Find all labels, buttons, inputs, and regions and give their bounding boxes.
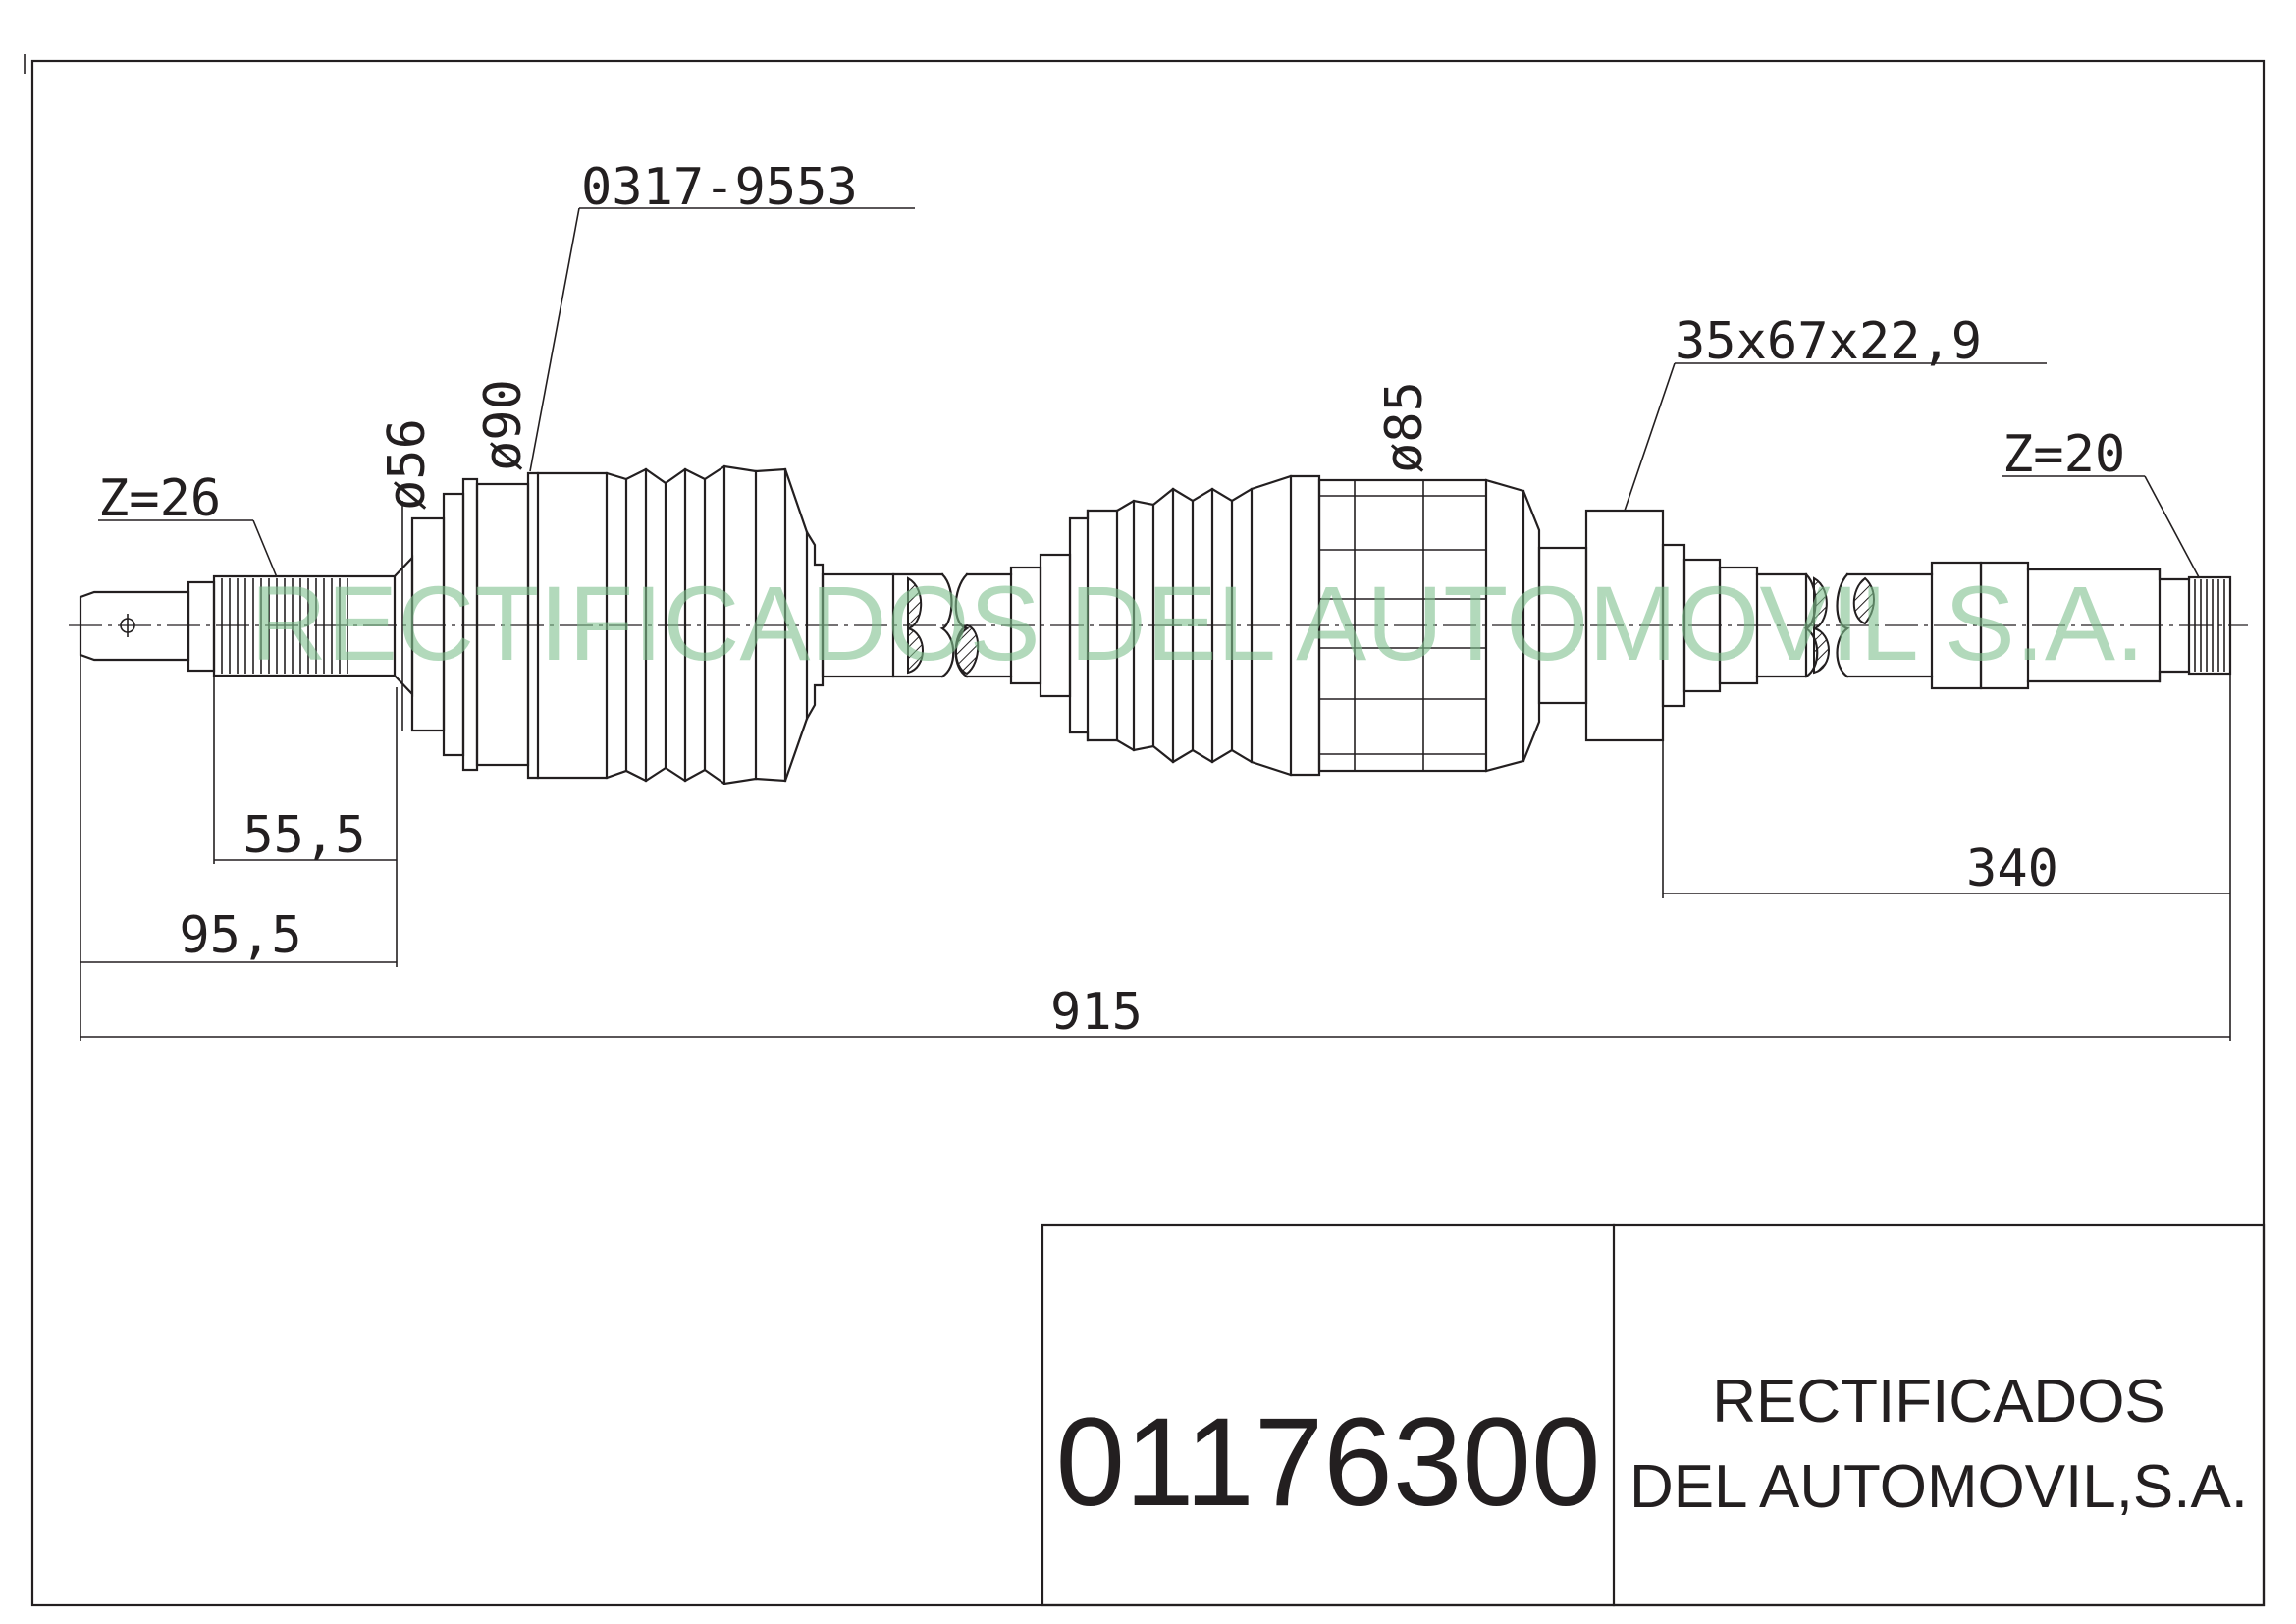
annotations: 0317-9553 Z=26 ø56 ø90 ø85 35x67x22,9 Z=… xyxy=(98,158,2200,578)
shaft-break xyxy=(1803,572,1934,678)
outer-spline xyxy=(212,555,414,697)
dim-95-5: 95,5 xyxy=(179,906,301,965)
inner-spline xyxy=(2158,568,2232,683)
outer-cv-joint xyxy=(401,477,530,772)
label-diameter-56: ø56 xyxy=(378,418,437,511)
outer-stub xyxy=(79,580,216,673)
title-part-number: 01176300 xyxy=(1056,1392,1601,1533)
inner-boot xyxy=(1068,474,1321,777)
outer-boot xyxy=(526,464,825,785)
label-outer-spline-teeth: Z=26 xyxy=(98,469,221,528)
dim-340: 340 xyxy=(1966,839,2058,898)
title-block: 01176300 RECTIFICADOS DEL AUTOMOVIL,S.A. xyxy=(1041,1223,2266,1607)
label-inner-spline-teeth: Z=20 xyxy=(2002,425,2125,484)
title-company-line2: DEL AUTOMOVIL,S.A. xyxy=(1629,1453,2248,1521)
dimensions: 55,5 95,5 340 915 xyxy=(80,601,2231,1042)
dim-915: 915 xyxy=(1050,983,1143,1042)
watermark: RECTIFICADOS DEL AUTOMOVIL S.A. xyxy=(250,564,2145,682)
label-diameter-85: ø85 xyxy=(1375,381,1434,473)
label-diameter-90: ø90 xyxy=(474,379,533,471)
title-company-line1: RECTIFICADOS xyxy=(1712,1368,2165,1435)
inner-stub xyxy=(1930,561,2162,690)
intermediate-shaft xyxy=(821,553,1072,698)
drive-shaft xyxy=(79,464,2232,785)
label-boot-part-number: 0317-9553 xyxy=(581,158,858,217)
label-bearing-size: 35x67x22,9 xyxy=(1675,312,1982,371)
dim-55-5: 55,5 xyxy=(242,806,365,865)
